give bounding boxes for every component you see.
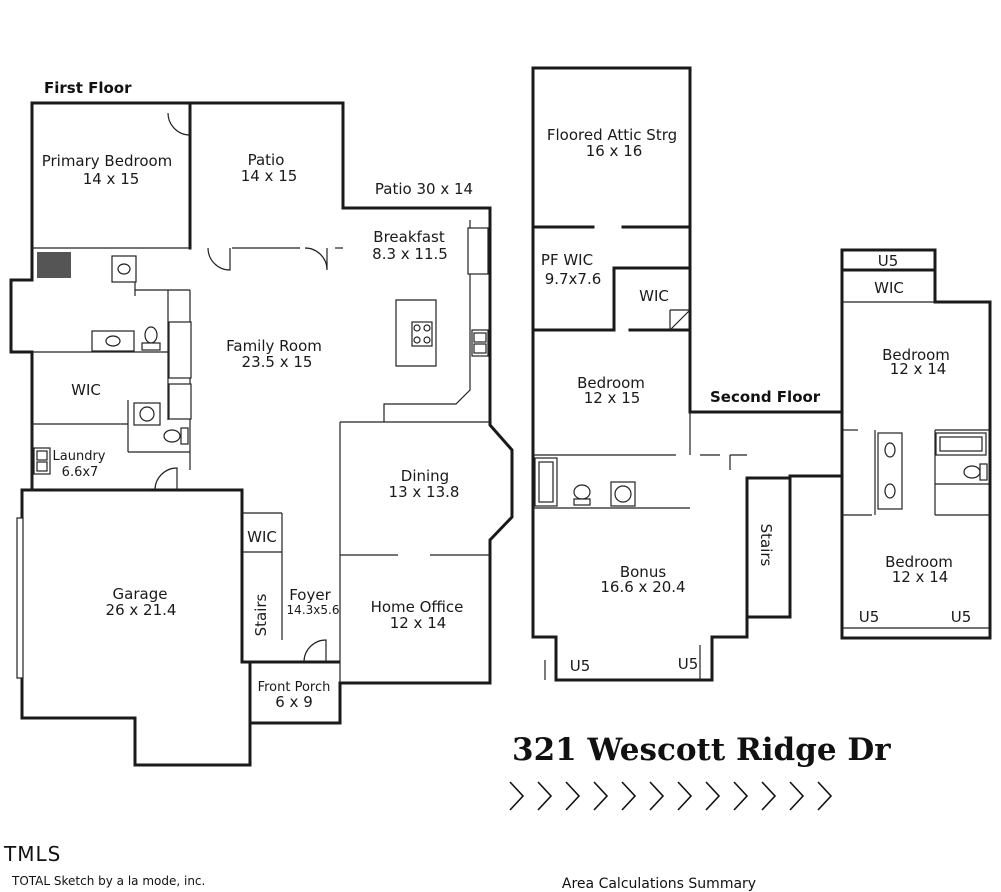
second-floor-fixtures xyxy=(534,432,988,510)
room-name-wic-b: WIC xyxy=(874,279,904,297)
area-summary-label: Area Calculations Summary xyxy=(562,876,756,892)
room-name-patio: Patio xyxy=(248,151,285,169)
first-floor-fixtures xyxy=(33,252,489,475)
first-floor-plan: First Floor xyxy=(9,79,514,767)
room-name-floored-attic: Floored Attic Strg xyxy=(547,126,677,144)
room-size-foyer: 14.3x5.6 xyxy=(287,603,340,617)
garage-door xyxy=(16,517,24,679)
room-name-wic-a: WIC xyxy=(639,287,669,305)
chevron-right-icon xyxy=(789,781,805,811)
room-name-bonus: Bonus xyxy=(620,563,666,581)
room-name-bedroom-b: Bedroom xyxy=(882,346,950,364)
room-size-bedroom-c: 12 x 14 xyxy=(892,568,949,586)
room-size-home-office: 12 x 14 xyxy=(390,614,447,632)
first-floor-outline xyxy=(9,101,514,767)
second-floor-title: Second Floor xyxy=(710,388,821,406)
chevron-right-icon xyxy=(537,781,553,811)
brand-logo-text: TMLS xyxy=(3,842,61,866)
second-floor-interior xyxy=(533,301,990,680)
room-name-breakfast: Breakfast xyxy=(373,228,445,246)
chevron-right-icon xyxy=(509,781,525,811)
room-size-floored-attic: 16 x 16 xyxy=(586,142,643,160)
toilet-icon-4 xyxy=(963,465,981,479)
room-size-family-room: 23.5 x 15 xyxy=(242,353,313,371)
room-size-bedroom-a: 12 x 15 xyxy=(584,389,641,407)
patio-outdoor-label: Patio 30 x 14 xyxy=(375,180,473,198)
chevron-right-icon xyxy=(761,781,777,811)
room-name-bedroom-c: Bedroom xyxy=(885,553,953,571)
u5-bonus-left: U5 xyxy=(570,657,591,675)
second-floor-plan: Second Floor Floored Attic Strg 16 x 16 … xyxy=(531,66,992,682)
u5-bottom-left: U5 xyxy=(859,608,880,626)
room-size-pf-wic: 9.7x7.6 xyxy=(545,270,602,288)
chevron-right-icon xyxy=(733,781,749,811)
toilet-icon-3 xyxy=(573,484,591,500)
room-size-bonus: 16.6 x 20.4 xyxy=(600,578,685,596)
address-title: 321 Wescott Ridge Dr xyxy=(512,732,891,768)
room-size-garage: 26 x 21.4 xyxy=(106,601,177,619)
sketch-credit: TOTAL Sketch by a la mode, inc. xyxy=(11,874,205,888)
u5-bonus-right: U5 xyxy=(678,655,699,673)
u5-top: U5 xyxy=(878,252,899,270)
second-floor-labels: Second Floor Floored Attic Strg 16 x 16 … xyxy=(541,126,971,675)
room-name-wic-2: WIC xyxy=(247,528,277,546)
room-name-laundry: Laundry xyxy=(53,449,106,464)
room-name-garage: Garage xyxy=(113,585,168,603)
room-name-dining: Dining xyxy=(401,467,449,485)
room-size-primary-bedroom: 14 x 15 xyxy=(83,170,140,188)
toilet-icon xyxy=(144,326,158,344)
room-name-primary-bedroom: Primary Bedroom xyxy=(42,152,173,170)
wall-garage xyxy=(20,488,244,664)
room-name-foyer: Foyer xyxy=(289,586,331,604)
room-size-dining: 13 x 13.8 xyxy=(389,483,460,501)
fireplace-icon xyxy=(37,252,71,278)
first-floor-title: First Floor xyxy=(44,79,132,97)
u5-bottom-right: U5 xyxy=(951,608,972,626)
room-name-home-office: Home Office xyxy=(371,598,464,616)
room-size-patio: 14 x 15 xyxy=(241,167,298,185)
chevron-row xyxy=(509,781,833,811)
room-name-stairs: Stairs xyxy=(252,593,270,636)
chevron-right-icon xyxy=(621,781,637,811)
room-name-stairs-2: Stairs xyxy=(757,524,775,567)
room-name-pf-wic: PF WIC xyxy=(541,251,593,269)
room-size-bedroom-b: 12 x 14 xyxy=(890,360,947,378)
first-floor-doors xyxy=(154,112,328,663)
room-name-bedroom-a: Bedroom xyxy=(577,374,645,392)
room-name-family-room: Family Room xyxy=(226,337,322,355)
chevron-right-icon xyxy=(593,781,609,811)
wall-pf-wic xyxy=(531,266,692,332)
chevron-right-icon xyxy=(705,781,721,811)
room-size-breakfast: 8.3 x 11.5 xyxy=(372,245,448,263)
chevron-right-icon xyxy=(677,781,693,811)
first-floor-labels: Primary Bedroom 14 x 15 Patio 14 x 15 Pa… xyxy=(42,151,473,711)
room-name-front-porch: Front Porch xyxy=(258,680,331,695)
room-size-laundry: 6.6x7 xyxy=(62,465,99,480)
chevron-right-icon xyxy=(649,781,665,811)
chevron-right-icon xyxy=(565,781,581,811)
toilet-icon-2 xyxy=(163,429,181,443)
room-size-front-porch: 6 x 9 xyxy=(275,693,313,711)
room-name-wic: WIC xyxy=(71,381,101,399)
chevron-right-icon xyxy=(817,781,833,811)
